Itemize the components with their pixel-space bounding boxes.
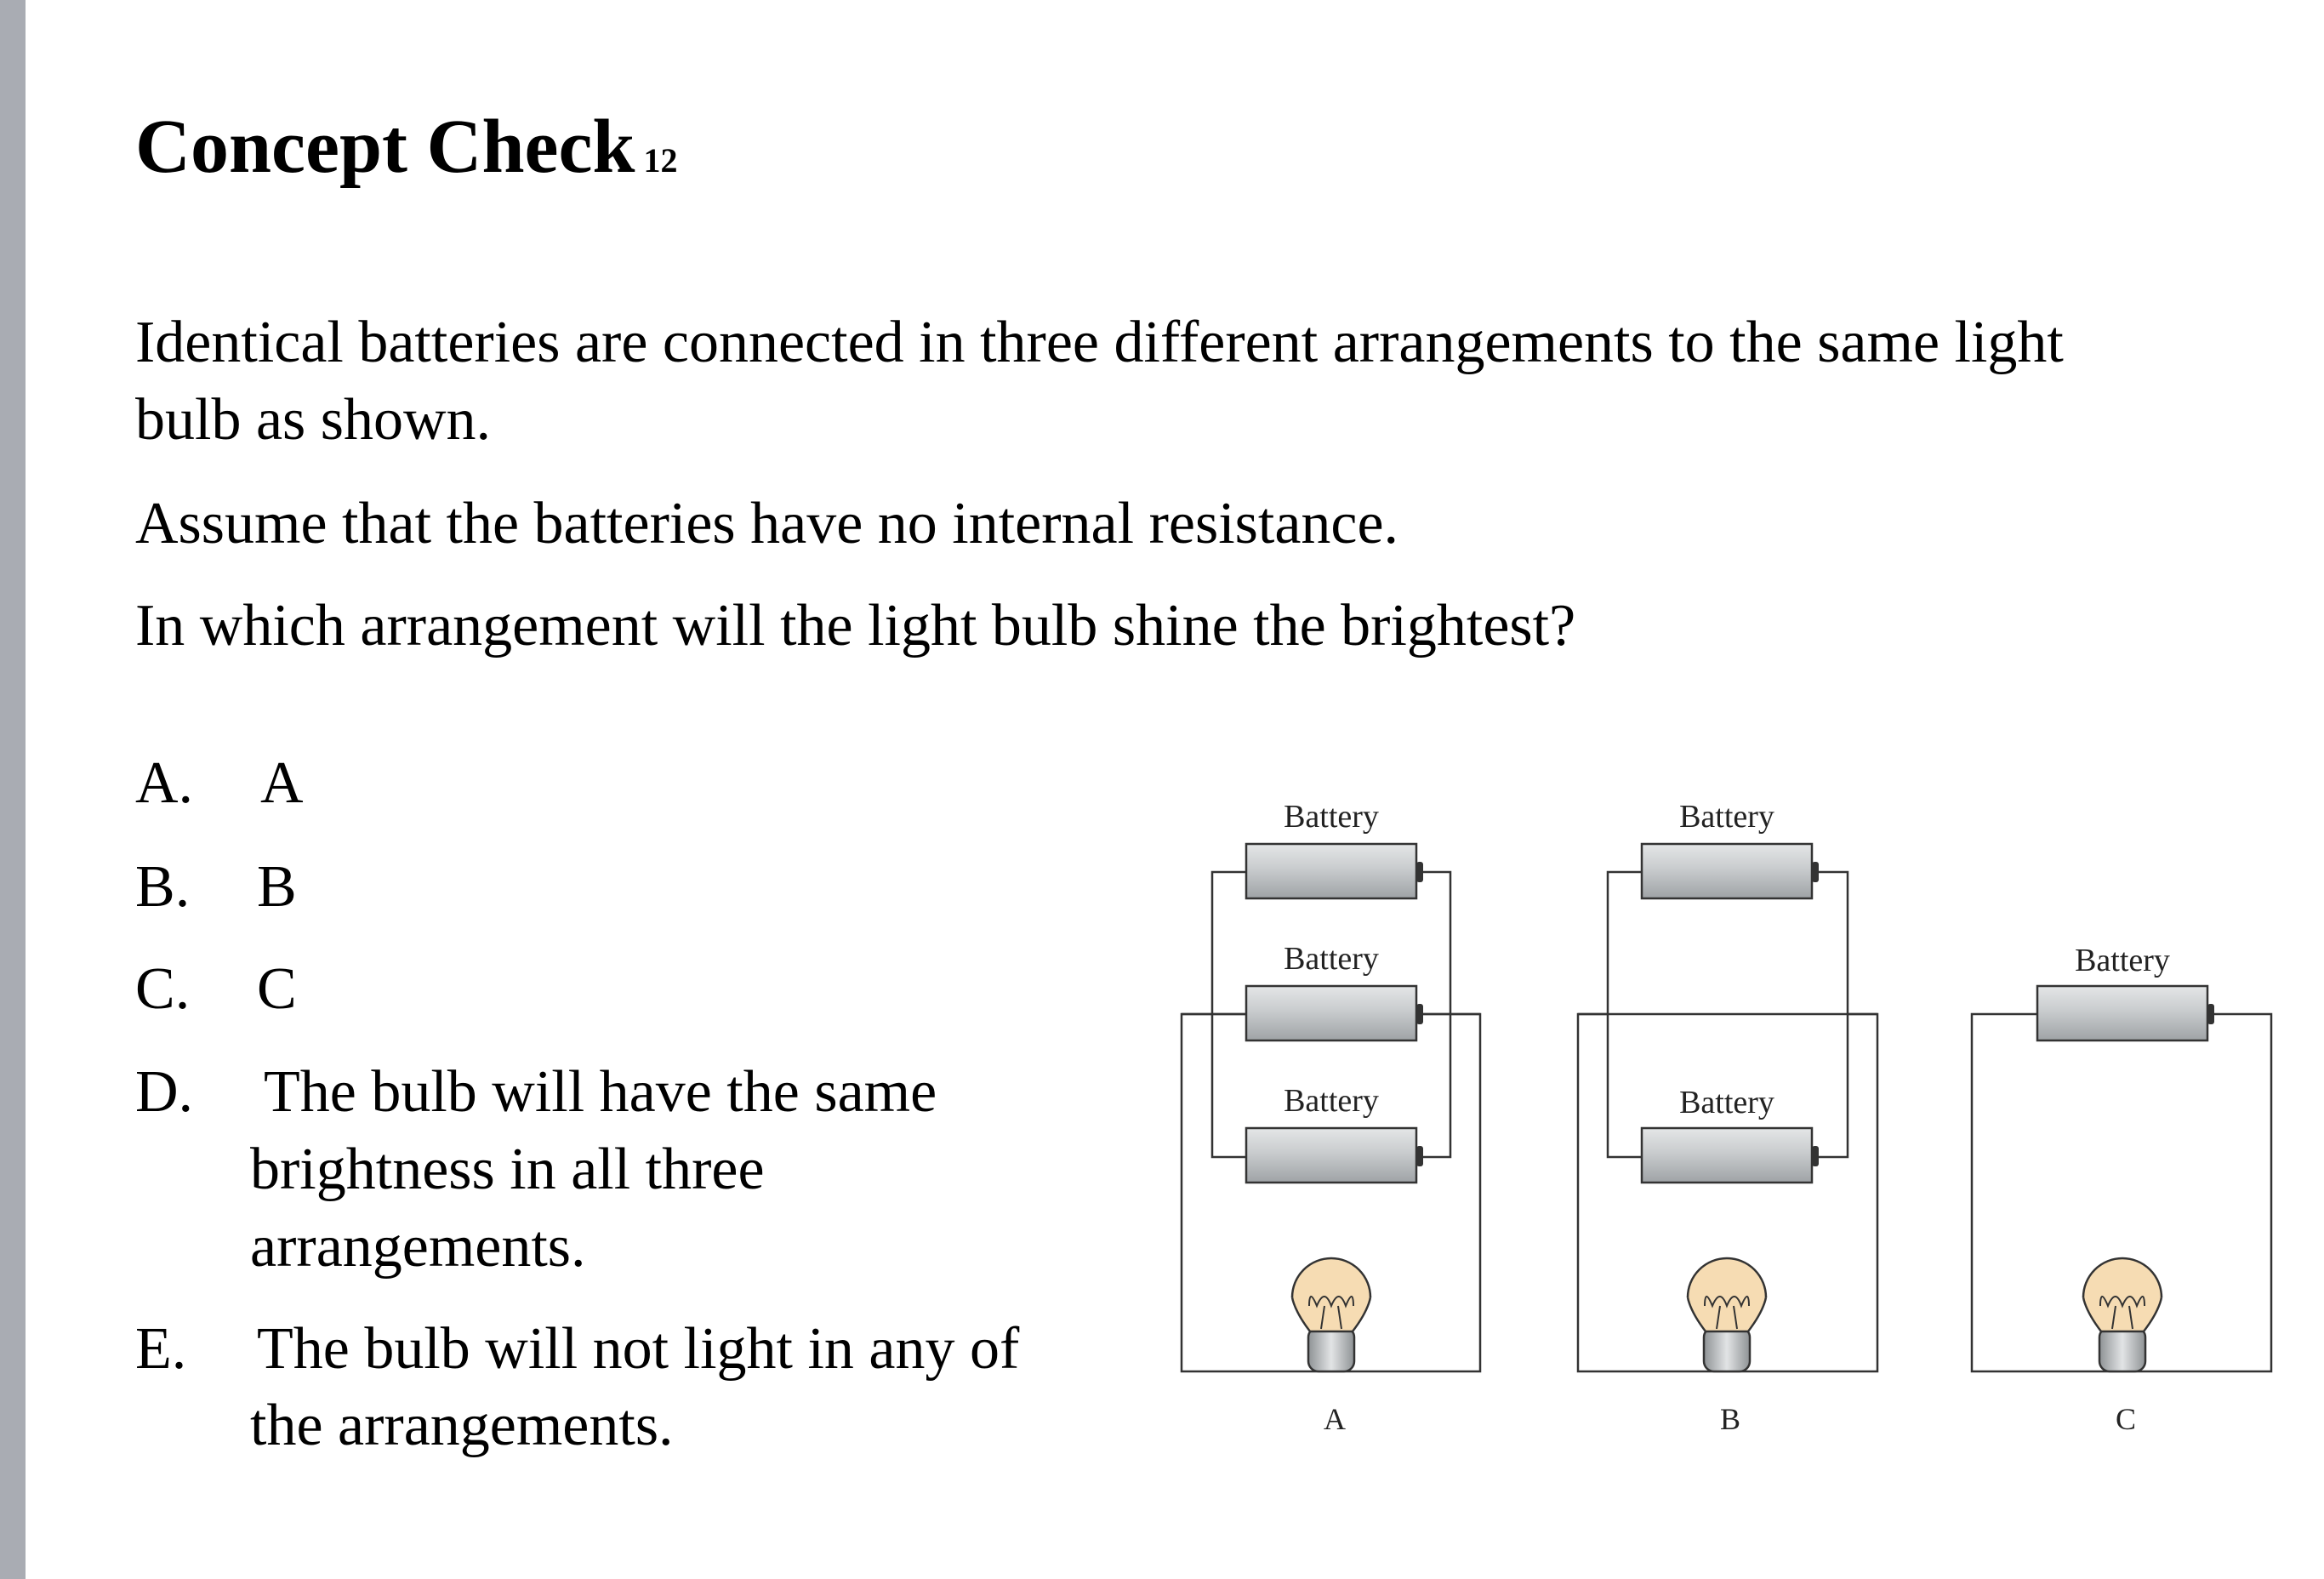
option-e-text-line-2: the arrangements.: [250, 1393, 674, 1458]
light-bulb-icon: [2082, 1257, 2163, 1373]
title-text: Concept Check: [135, 105, 635, 189]
title-number: 12: [643, 141, 678, 180]
light-bulb-icon: [1290, 1257, 1372, 1373]
circuit-label-b: B: [1720, 1402, 1740, 1436]
question-prompt: In which arrangement will the light bulb…: [135, 593, 1576, 658]
assumption-text: Assume that the batteries have no intern…: [135, 491, 1399, 556]
battery-label-c1: Battery: [2075, 943, 2170, 978]
option-e-letter: E.: [135, 1316, 187, 1382]
circuit-label-c: C: [2116, 1402, 2136, 1436]
option-c-letter: C.: [135, 956, 191, 1022]
battery-label-b2: Battery: [1679, 1085, 1774, 1120]
battery-label-a2: Battery: [1284, 941, 1379, 977]
battery-label-a3: Battery: [1284, 1083, 1379, 1119]
option-b-letter: B.: [135, 854, 191, 920]
battery-label-b1: Battery: [1679, 799, 1774, 835]
question-line-1: Identical batteries are connected in thr…: [135, 310, 2064, 375]
left-accent-bar: [0, 0, 26, 1579]
option-b-text: B: [257, 854, 297, 920]
option-d-letter: D.: [135, 1059, 194, 1125]
option-d-text-line-3: arrangements.: [250, 1214, 586, 1280]
option-a-letter: A.: [135, 750, 194, 816]
battery-icon: [1640, 842, 1819, 900]
battery-icon: [2036, 984, 2214, 1042]
option-d-text-line-1: The bulb will have the same: [264, 1059, 937, 1125]
question-line-2: bulb as shown.: [135, 387, 492, 453]
option-d-text-line-2: brightness in all three: [250, 1137, 765, 1202]
battery-icon: [1245, 984, 1423, 1042]
battery-icon: [1245, 1126, 1423, 1184]
battery-icon: [1245, 842, 1423, 900]
battery-label-a1: Battery: [1284, 799, 1379, 835]
option-c-text: C: [257, 956, 297, 1022]
circuit-label-a: A: [1324, 1402, 1346, 1436]
battery-icon: [1640, 1126, 1819, 1184]
option-e-text-line-1: The bulb will not light in any of: [257, 1316, 1020, 1382]
option-a-text: A: [260, 750, 304, 816]
light-bulb-icon: [1686, 1257, 1768, 1373]
